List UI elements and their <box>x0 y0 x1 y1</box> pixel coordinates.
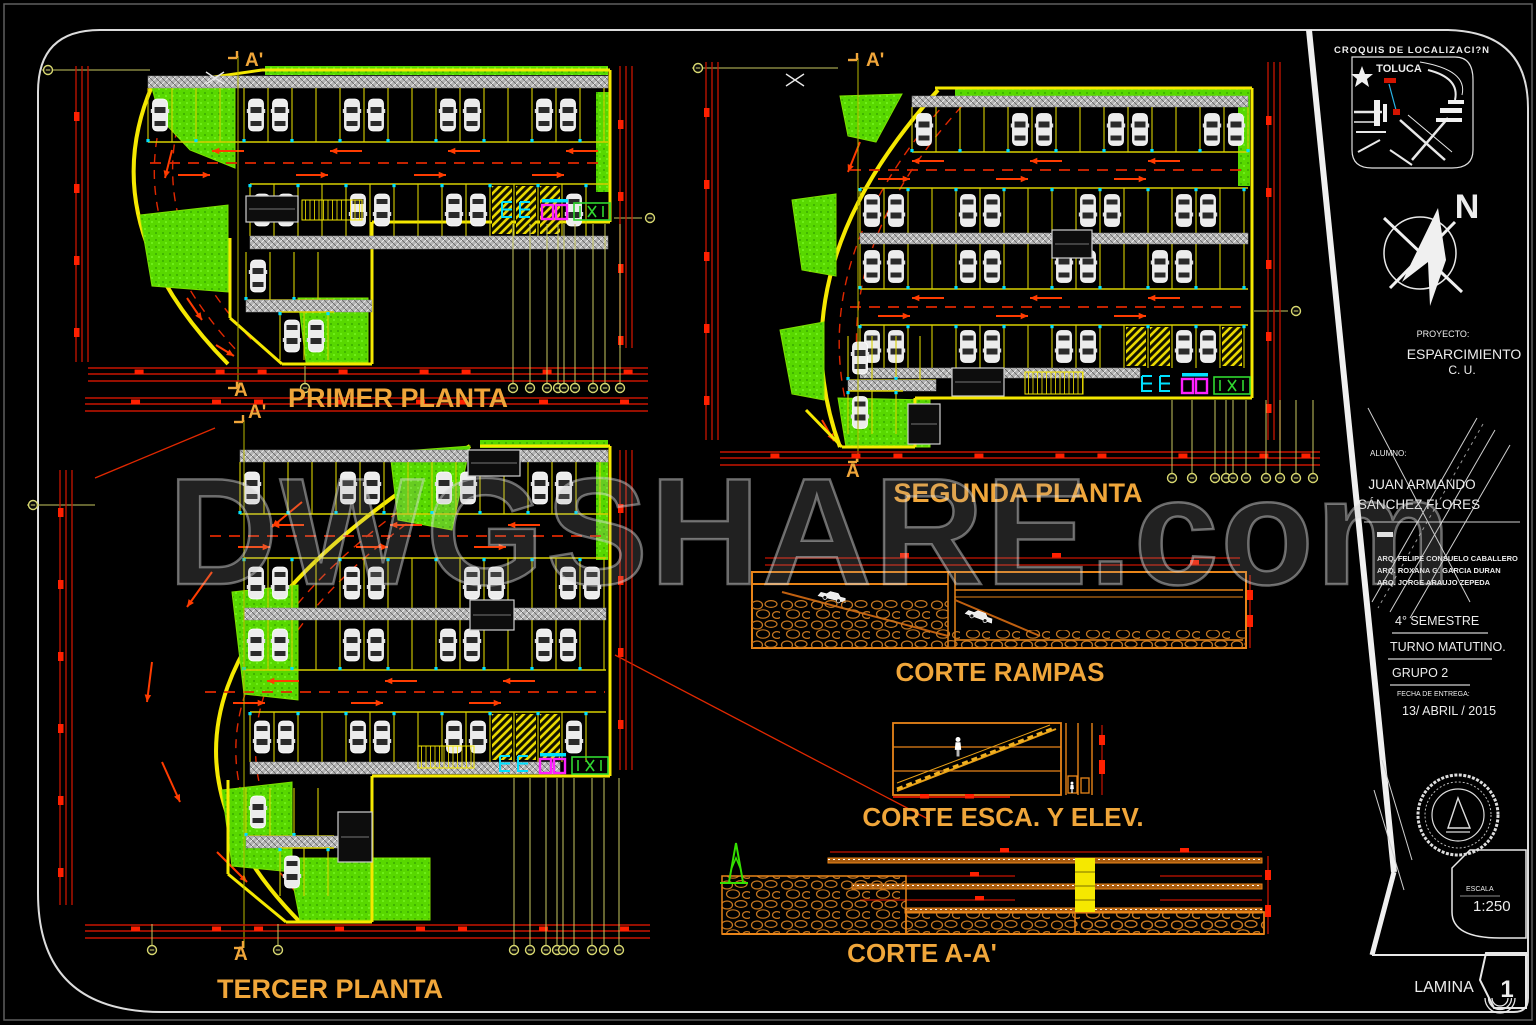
fecha: 13/ ABRIL / 2015 <box>1402 704 1496 718</box>
section-rampas-drawing <box>751 553 1253 649</box>
alumno-label: ALUMNO: <box>1370 449 1406 458</box>
marker-a-prime-plan2: A' <box>866 50 884 71</box>
semestre: 4° SEMESTRE <box>1395 614 1479 628</box>
section-markers: A' A A' A A' A <box>234 50 884 965</box>
label-primer-planta: PRIMER PLANTA <box>288 383 508 413</box>
label-corte-esca: CORTE ESCA. Y ELEV. <box>862 802 1143 832</box>
alumno-name2: SÁNCHEZ FLORES <box>1358 497 1480 512</box>
escala-value: 1:250 <box>1473 898 1511 915</box>
marker-a-prime-plan3: A' <box>248 402 266 423</box>
turno: TURNO MATUTINO. <box>1390 640 1506 654</box>
title-block-graphics <box>1306 29 1528 1014</box>
professor-2: ARQ. ROXANA G. GARCIA DURAN <box>1377 566 1501 575</box>
alumno-name1: JUAN ARMANDO <box>1368 477 1475 492</box>
marker-a-plan2: A <box>846 461 860 482</box>
professor-1: ARQ. FELIPE CONSUELO CABALLERO <box>1377 554 1518 563</box>
label-tercer-planta: TERCER PLANTA <box>217 974 443 1004</box>
proyecto-name: ESPARCIMIENTO <box>1407 346 1522 362</box>
plan-tercer-drawing <box>27 415 931 956</box>
professor-3: ARQ. JORGE ARAUJO ZEPEDA <box>1377 578 1491 587</box>
proyecto-label: PROYECTO: <box>1417 329 1470 339</box>
section-esca-drawing <box>892 722 1105 799</box>
watermark-text: DWGSHARE.com <box>168 447 1453 617</box>
plan-labels: PRIMER PLANTA SEGUNDA PLANTA TERCER PLAN… <box>217 383 1144 1004</box>
plan-segunda-drawing <box>692 53 1320 484</box>
proyecto-name2: C. U. <box>1448 363 1475 377</box>
sheet-border <box>3 3 1533 1021</box>
label-corte-rampas: CORTE RAMPAS <box>896 657 1105 687</box>
lamina-label: LAMINA <box>1414 979 1474 996</box>
marker-a-plan3: A <box>234 944 248 965</box>
title-block-text: CROQUIS DE LOCALIZACI?N TOLUCA N PROYECT… <box>1334 45 1521 1003</box>
grupo: GRUPO 2 <box>1392 666 1448 680</box>
fecha-label: FECHA DE ENTREGA: <box>1397 691 1470 698</box>
croquis-title: CROQUIS DE LOCALIZACI?N <box>1334 45 1490 56</box>
label-corte-aa: CORTE A-A' <box>847 938 997 968</box>
plan-primer-drawing <box>42 51 656 412</box>
marker-a-prime-plan1: A' <box>245 50 263 71</box>
croquis-city: TOLUCA <box>1376 63 1422 75</box>
lamina-number: 1 <box>1500 976 1513 1003</box>
escala-label: ESCALA <box>1466 886 1494 893</box>
section-aa-drawing <box>720 842 1271 935</box>
label-segunda-planta: SEGUNDA PLANTA <box>894 478 1143 508</box>
marker-a-plan1: A <box>234 380 248 401</box>
north-letter: N <box>1455 188 1480 226</box>
